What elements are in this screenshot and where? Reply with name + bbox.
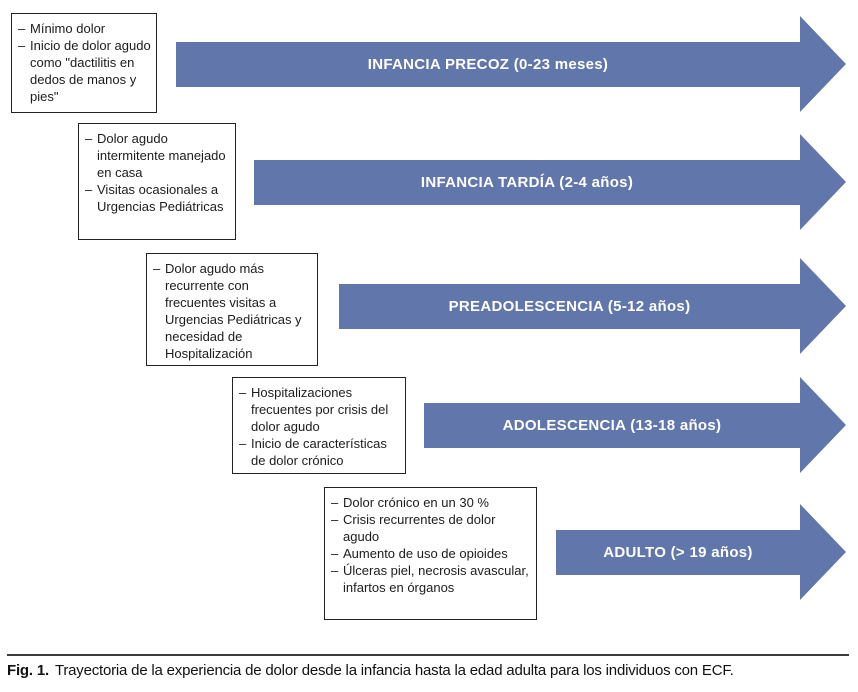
bullet-marker: – [239, 385, 247, 400]
bullet-item: –Hospitalizaciones frecuentes por crisis… [239, 384, 401, 435]
figure-caption: Fig. 1. Trayectoria de la experiencia de … [7, 661, 851, 680]
bullet-item: –Mínimo dolor [18, 20, 152, 37]
bullet-marker: – [331, 512, 339, 527]
bullet-marker: – [331, 563, 339, 578]
bullet-marker: – [153, 261, 161, 276]
bullet-text: Mínimo dolor [30, 21, 106, 36]
bullet-text: Dolor agudo más recurrente con frecuente… [165, 261, 302, 361]
bullet-text: Dolor crónico en un 30 % [343, 495, 489, 510]
stage-infobox-infancia-tardia: –Dolor agudo intermitente manejado en ca… [78, 123, 236, 240]
bullet-item: –Úlceras piel, necrosis avascular, infar… [331, 562, 532, 596]
bullet-item: –Dolor agudo más recurrente con frecuent… [153, 260, 313, 362]
bullet-text: Aumento de uso de opioides [343, 546, 508, 561]
stage-infobox-preadolescencia: –Dolor agudo más recurrente con frecuent… [146, 253, 318, 366]
stage-arrow-label: ADULTO (> 19 años) [603, 544, 753, 561]
arrow-head-icon [800, 258, 846, 354]
bullet-marker: – [85, 182, 93, 197]
bullet-text: Inicio de características de dolor cróni… [251, 436, 387, 468]
bullet-marker: – [239, 436, 247, 451]
caption-divider [7, 654, 849, 656]
arrow-head-icon [800, 16, 846, 112]
stage-arrow-adulto: ADULTO (> 19 años) [556, 530, 800, 575]
stage-arrow-label: ADOLESCENCIA (13-18 años) [502, 417, 722, 434]
bullet-item: –Visitas ocasionales a Urgencias Pediátr… [85, 181, 231, 215]
bullet-text: Inicio de dolor agudo como "dactilitis e… [30, 38, 151, 104]
figure-number: Fig. 1. [7, 662, 49, 679]
bullet-item: –Dolor crónico en un 30 % [331, 494, 532, 511]
stage-arrow-label: PREADOLESCENCIA (5-12 años) [448, 298, 691, 315]
bullet-text: Dolor agudo intermitente manejado en cas… [97, 131, 226, 180]
stage-infobox-adolescencia: –Hospitalizaciones frecuentes por crisis… [232, 377, 406, 474]
bullet-item: –Crisis recurrentes de dolor agudo [331, 511, 532, 545]
bullet-item: –Inicio de características de dolor crón… [239, 435, 401, 469]
bullet-marker: – [331, 495, 339, 510]
stage-arrow-infancia-tardia: INFANCIA TARDÍA (2-4 años) [254, 160, 800, 205]
stage-arrow-label: INFANCIA PRECOZ (0-23 meses) [367, 56, 609, 73]
stage-arrow-infancia-precoz: INFANCIA PRECOZ (0-23 meses) [176, 42, 800, 87]
bullet-item: –Inicio de dolor agudo como "dactilitis … [18, 37, 152, 105]
bullet-marker: – [85, 131, 93, 146]
stage-infobox-adulto: –Dolor crónico en un 30 % –Crisis recurr… [324, 487, 537, 620]
bullet-text: Hospitalizaciones frecuentes por crisis … [251, 385, 389, 434]
bullet-marker: – [331, 546, 339, 561]
bullet-marker: – [18, 38, 26, 53]
arrow-head-icon [800, 504, 846, 600]
bullet-item: –Dolor agudo intermitente manejado en ca… [85, 130, 231, 181]
figure-caption-text: Trayectoria de la experiencia de dolor d… [54, 662, 734, 679]
arrow-head-icon [800, 134, 846, 230]
bullet-item: –Aumento de uso de opioides [331, 545, 532, 562]
bullet-text: Úlceras piel, necrosis avascular, infart… [343, 563, 529, 595]
stage-arrow-adolescencia: ADOLESCENCIA (13-18 años) [424, 403, 800, 448]
bullet-text: Visitas ocasionales a Urgencias Pediátri… [97, 182, 224, 214]
bullet-text: Crisis recurrentes de dolor agudo [343, 512, 496, 544]
stage-arrow-label: INFANCIA TARDÍA (2-4 años) [420, 174, 634, 191]
stage-arrow-preadolescencia: PREADOLESCENCIA (5-12 años) [339, 284, 800, 329]
bullet-marker: – [18, 21, 26, 36]
arrow-head-icon [800, 377, 846, 473]
stage-infobox-infancia-precoz: –Mínimo dolor –Inicio de dolor agudo com… [11, 13, 157, 113]
